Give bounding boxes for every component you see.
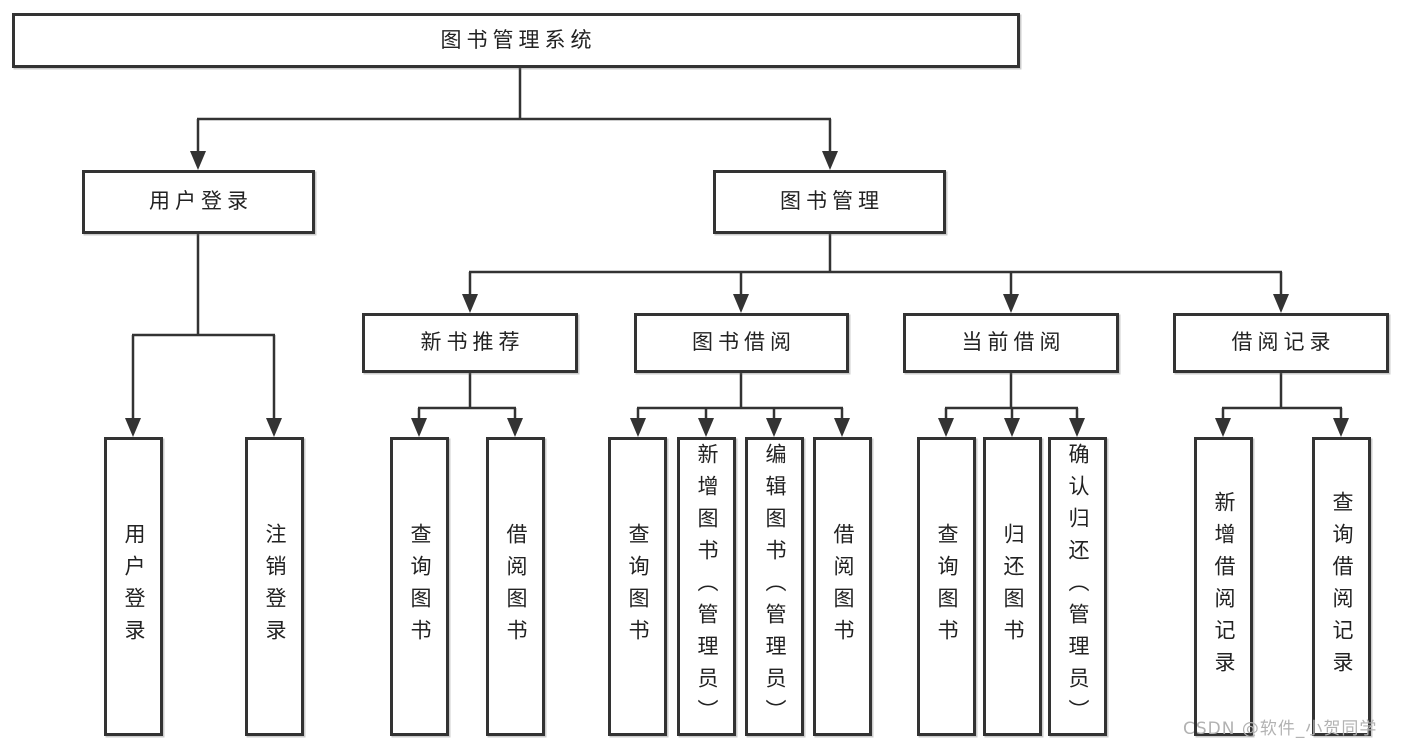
connector-borrow-records (1221, 373, 1343, 421)
connector-book-borrow (636, 373, 844, 421)
arrow-down-icon (1003, 294, 1019, 313)
node-book-borrowing: 图书借阅 (634, 313, 849, 373)
node-label: 当前借阅 (961, 330, 1066, 355)
arrow-down-icon (834, 418, 850, 437)
arrow-down-icon (411, 418, 427, 437)
leaf-logout: 注销登录 (245, 437, 304, 736)
arrow-down-icon (1069, 418, 1085, 437)
leaf-label: 借阅图书 (504, 522, 528, 651)
leaf-label: 编辑图书（管理员） (763, 442, 787, 731)
leaf-query-books-current: 查询图书 (917, 437, 976, 736)
connector-root (196, 68, 832, 153)
leaf-label: 查询借阅记录 (1330, 490, 1354, 683)
arrow-down-icon (190, 151, 206, 170)
node-label: 图书管理 (780, 189, 884, 214)
leaf-label: 借阅图书 (831, 522, 855, 651)
node-label: 图书管理系统 (440, 27, 597, 52)
leaf-label: 新增借阅记录 (1212, 490, 1236, 683)
leaf-label: 归还图书 (1001, 522, 1025, 651)
arrow-down-icon (822, 151, 838, 170)
arrow-down-icon (733, 294, 749, 313)
node-label: 新书推荐 (420, 330, 525, 355)
node-root: 图书管理系统 (12, 13, 1020, 68)
connector-user-login (131, 234, 276, 421)
leaf-user-login: 用户登录 (104, 437, 163, 736)
leaf-query-borrow-record: 查询借阅记录 (1312, 437, 1371, 736)
node-label: 图书借阅 (692, 330, 796, 355)
leaf-label: 查询图书 (408, 522, 432, 651)
arrow-down-icon (462, 294, 478, 313)
leaf-label: 确认归还（管理员） (1066, 442, 1090, 731)
leaf-label: 查询图书 (626, 522, 650, 651)
arrow-down-icon (1004, 418, 1020, 437)
arrow-down-icon (766, 418, 782, 437)
leaf-borrow-books-recommend: 借阅图书 (486, 437, 545, 736)
node-current-borrowing: 当前借阅 (903, 313, 1119, 373)
node-label: 借阅记录 (1231, 330, 1336, 355)
arrow-down-icon (698, 418, 714, 437)
node-borrowing-records: 借阅记录 (1173, 313, 1389, 373)
connector-book-management (468, 234, 1283, 296)
watermark: CSDN @软件_小贺同学 (1183, 719, 1378, 739)
leaf-edit-books-admin: 编辑图书（管理员） (745, 437, 804, 736)
leaf-label: 用户登录 (122, 522, 146, 651)
leaf-label: 查询图书 (935, 522, 959, 651)
arrowhead-icons (125, 151, 1349, 437)
connector-current-borrow (944, 373, 1079, 421)
leaf-add-books-admin: 新增图书（管理员） (677, 437, 736, 736)
arrow-down-icon (507, 418, 523, 437)
leaf-confirm-return-admin: 确认归还（管理员） (1048, 437, 1107, 736)
leaf-label: 新增图书（管理员） (695, 442, 719, 731)
leaf-label: 注销登录 (263, 522, 287, 651)
leaf-borrow-books-borrowing: 借阅图书 (813, 437, 872, 736)
arrow-down-icon (938, 418, 954, 437)
leaf-add-borrow-record: 新增借阅记录 (1194, 437, 1253, 736)
node-new-book-recommendation: 新书推荐 (362, 313, 578, 373)
connector-new-book (417, 373, 517, 421)
arrow-down-icon (125, 418, 141, 437)
arrow-down-icon (1215, 418, 1231, 437)
arrow-down-icon (266, 418, 282, 437)
arrow-down-icon (1333, 418, 1349, 437)
arrow-down-icon (630, 418, 646, 437)
leaf-return-books: 归还图书 (983, 437, 1042, 736)
leaf-query-books-borrowing: 查询图书 (608, 437, 667, 736)
leaf-query-books-recommend: 查询图书 (390, 437, 449, 736)
arrow-down-icon (1273, 294, 1289, 313)
node-label: 用户登录 (149, 189, 253, 214)
node-book-management: 图书管理 (713, 170, 946, 234)
node-user-login: 用户登录 (82, 170, 315, 234)
